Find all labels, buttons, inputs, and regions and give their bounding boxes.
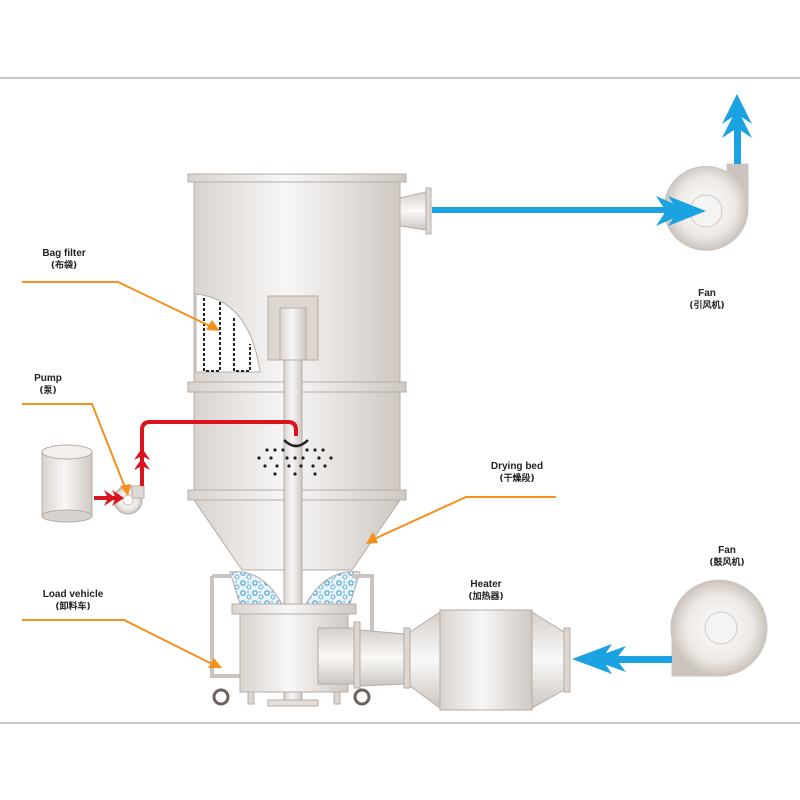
svg-text:Heater: Heater (470, 579, 501, 590)
leader-bag-filter (22, 281, 215, 329)
bag-filter (195, 293, 261, 373)
blower-fan (670, 579, 768, 677)
droplet (273, 472, 277, 476)
droplet (301, 456, 305, 460)
droplet (287, 464, 291, 468)
leader-pump (22, 403, 127, 491)
droplet (323, 464, 327, 468)
leader-lines (22, 281, 556, 668)
droplet (313, 448, 317, 452)
droplet (293, 456, 297, 460)
svg-text:(卸料车): (卸料车) (55, 600, 90, 612)
svg-text:(干燥段): (干燥段) (499, 472, 534, 484)
label-heater: Heater (加热器) (468, 579, 503, 602)
liquid-feed-line (94, 420, 298, 506)
svg-text:Load vehicle: Load vehicle (43, 589, 104, 600)
svg-text:(鼓风机): (鼓风机) (709, 556, 744, 568)
hot-air-inlet-flow (572, 644, 672, 674)
svg-text:Fan: Fan (698, 288, 716, 299)
exhaust-discharge-flow (722, 94, 752, 164)
droplet (281, 448, 285, 452)
svg-text:(布袋): (布袋) (51, 259, 77, 271)
spray-droplets (257, 448, 333, 476)
top-frame-line (0, 77, 800, 79)
label-load-vehicle: Load vehicle (卸料车) (43, 589, 104, 612)
droplet (273, 448, 277, 452)
droplet (313, 472, 317, 476)
droplet (293, 472, 297, 476)
droplet (285, 456, 289, 460)
drying-bed-granules (229, 571, 361, 605)
svg-text:(泵): (泵) (39, 385, 56, 396)
label-pump: Pump (泵) (34, 373, 62, 396)
feed-tank (41, 444, 93, 523)
droplet (321, 448, 325, 452)
droplet (299, 464, 303, 468)
heater (317, 609, 571, 711)
droplet (311, 464, 315, 468)
leader-drying-bed (371, 496, 556, 541)
droplet (317, 456, 321, 460)
svg-text:(加热器): (加热器) (468, 590, 503, 602)
droplet (269, 456, 273, 460)
exhaust-air-flow (432, 196, 706, 226)
leader-load-vehicle (22, 619, 217, 667)
droplet (329, 456, 333, 460)
spray-nozzle (283, 439, 309, 448)
label-exhaust-fan: Fan (引风机) (689, 288, 724, 311)
svg-text:Fan: Fan (718, 545, 736, 556)
droplet (257, 456, 261, 460)
svg-text:Drying bed: Drying bed (491, 461, 543, 472)
droplet (275, 464, 279, 468)
label-bag-filter: Bag filter (布袋) (42, 248, 85, 271)
svg-text:Bag filter: Bag filter (42, 248, 85, 259)
label-drying-bed: Drying bed (干燥段) (491, 461, 543, 484)
droplet (265, 448, 269, 452)
droplet (305, 448, 309, 452)
bottom-frame-line (0, 722, 800, 724)
droplet (263, 464, 267, 468)
svg-text:(引风机): (引风机) (689, 299, 724, 311)
svg-text:Pump: Pump (34, 373, 62, 384)
label-blower-fan: Fan (鼓风机) (709, 545, 744, 568)
